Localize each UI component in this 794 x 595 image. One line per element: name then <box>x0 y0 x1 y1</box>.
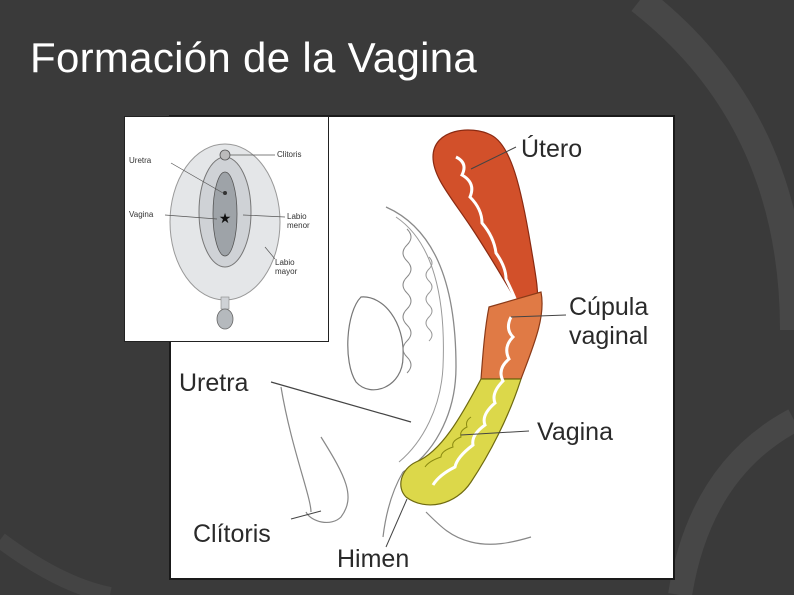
anterior-wall-line <box>386 207 456 472</box>
inset-label-clitoris: Clitoris <box>277 151 301 159</box>
perineum-outline <box>426 512 531 544</box>
clitoris-mark <box>220 150 230 160</box>
label-himen: Himen <box>337 547 409 572</box>
bladder-outline <box>348 297 403 390</box>
lower-vagina <box>401 379 521 505</box>
rectal-wavy-wall <box>403 229 411 373</box>
slide-title: Formación de la Vagina <box>30 34 477 82</box>
label-uretra: Uretra <box>179 371 248 396</box>
inset-label-vagina: Vagina <box>129 211 153 219</box>
label-utero: Útero <box>521 137 582 162</box>
labia-outline <box>306 437 348 522</box>
urethra-mark <box>223 191 227 195</box>
vaginal-opening-star: ★ <box>219 211 232 227</box>
perineum <box>221 297 229 309</box>
label-cupula-line1: Cúpula <box>569 295 648 320</box>
external-anatomy-inset: ★ Uretra Vagina Clitoris Labio menor Lab… <box>124 116 329 342</box>
vestibule-outline <box>383 472 403 537</box>
uretra-leader <box>271 382 411 422</box>
inset-label-labio-menor-2: menor <box>287 222 310 230</box>
label-vagina: Vagina <box>537 420 613 445</box>
pubic-outline <box>281 387 311 512</box>
inset-label-uretra: Uretra <box>129 157 151 165</box>
label-cupula-line2: vaginal <box>569 324 648 349</box>
inset-label-labio-mayor-2: mayor <box>275 268 297 276</box>
posterior-fold-line <box>426 257 432 341</box>
anus <box>217 309 233 329</box>
label-clitoris: Clítoris <box>193 522 271 547</box>
